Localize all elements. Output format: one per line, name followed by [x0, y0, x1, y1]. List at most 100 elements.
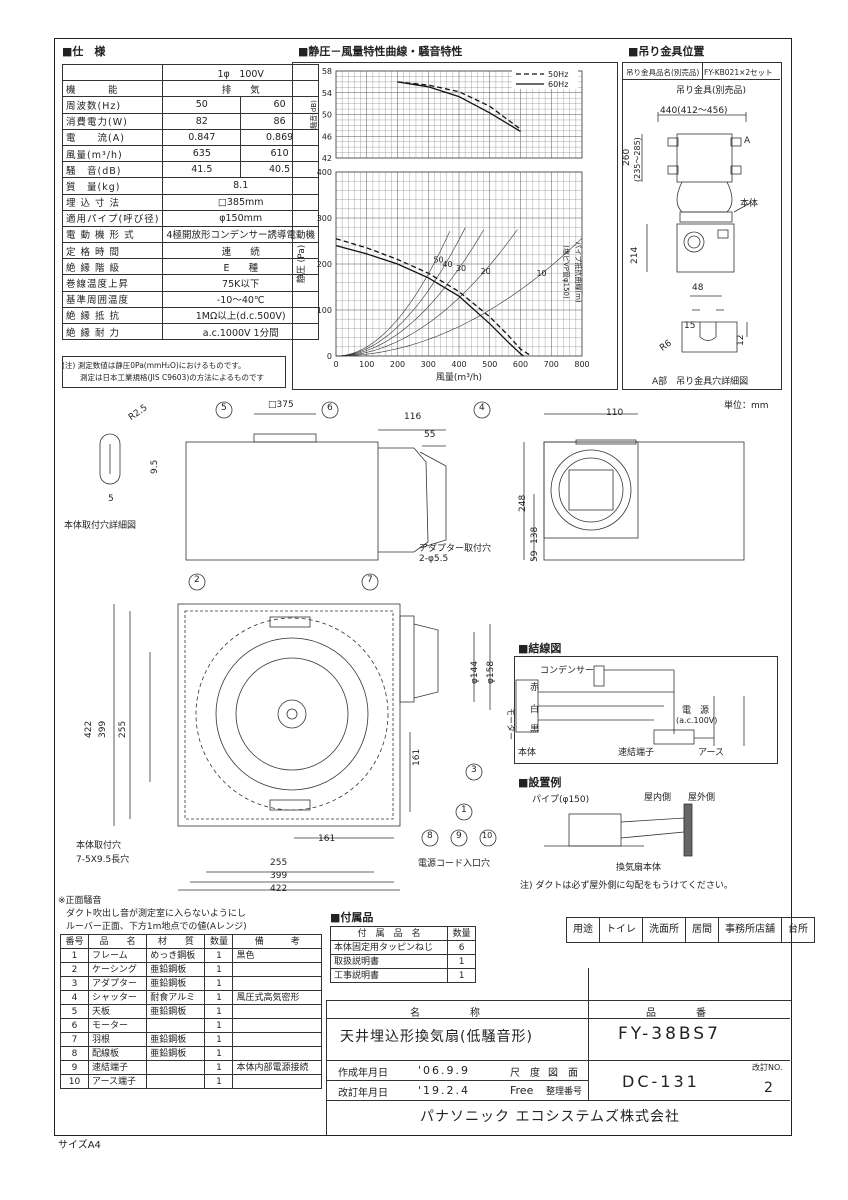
parts-cell: 4 [60, 990, 89, 1005]
accessories-title: ■付属品 [330, 911, 374, 924]
usage-cell: 用途 [566, 917, 600, 943]
pipe-curve-50 [335, 231, 451, 357]
dim-110: 110 [606, 408, 624, 418]
hanger-head-line [622, 79, 780, 80]
install-drawing [544, 803, 693, 857]
chart-title: ■静圧－風量特性曲線・騒音特性 [298, 45, 463, 58]
accessories-cell: 取扱説明書 [329, 954, 449, 969]
usage-cell: 台所 [781, 917, 815, 943]
spec-row: 質 量(kg)8.1 [61, 177, 319, 195]
wiring-terminal: 速結端子 [618, 748, 655, 758]
parts-cell: シャッター [87, 990, 148, 1005]
parts-cell: 耐食アルミ [146, 990, 206, 1005]
wiring-earth: アース [698, 748, 725, 758]
dim-161-h: 161 [318, 834, 336, 844]
wiring-red: 赤 [530, 683, 540, 693]
pipe-curve-label: 40 [442, 260, 452, 269]
pipe-curve-40 [335, 227, 466, 357]
balloon-2: 2 [194, 575, 200, 585]
parts-cell: 9 [60, 1060, 89, 1075]
pipe-curve-10 [336, 237, 583, 357]
hole-95: 9.5 [150, 459, 160, 474]
parts-cell: 配線板 [87, 1046, 148, 1061]
dim-422-v: 422 [84, 720, 94, 738]
hanger-caption: A部 吊り金具穴詳細図 [652, 377, 749, 387]
noise-axis-label: 騒音(dB) [309, 100, 318, 129]
y-tick-label: 200 [317, 260, 332, 269]
dim-255-v: 255 [118, 720, 128, 738]
spec-label: 質 量(kg) [61, 177, 164, 195]
dim-59: 59 [530, 550, 540, 562]
spec-label: 電 動 機 形 式 [61, 225, 164, 244]
tb-fig-label: 図 面 [548, 1068, 578, 1079]
parts-cell: 10 [60, 1074, 89, 1089]
x-tick-label: 100 [359, 360, 374, 369]
x-axis-label: 風量(m³/h) [436, 372, 482, 383]
hanger-head-divider [702, 62, 703, 79]
spec-value: 635 [162, 144, 242, 163]
spec-value: 41.5 [162, 161, 242, 179]
parts-cell [232, 962, 322, 977]
tb-ref-label: 整理番号 [546, 1087, 583, 1097]
spec-label: 電 流(A) [61, 128, 164, 146]
dim-116: 116 [404, 412, 422, 422]
parts-cell: 本体内部電源接続 [232, 1060, 322, 1075]
legend-bg [512, 69, 578, 79]
parts-cell: 2 [60, 962, 89, 977]
y-tick-label: 300 [317, 214, 332, 223]
balloon-9: 9 [456, 831, 462, 841]
parts-cell [232, 1074, 322, 1089]
hanger-head-right: FY-KB021×2セット [704, 68, 773, 77]
accessories-cell: 1 [447, 954, 476, 969]
tb-name: 天井埋込形換気扇(低騒音形) [340, 1029, 533, 1045]
parts-cell: 黒色 [232, 948, 322, 963]
accessories-cell: 6 [447, 940, 476, 955]
noise-note-2: ダクト吹出し音が測定室に入らないようにし [66, 909, 246, 919]
x-tick-label: 600 [513, 360, 528, 369]
tb-created: '06.9.9 [418, 1064, 471, 1077]
noise-tick-label: 54 [322, 89, 332, 98]
accessories-cell: 1 [447, 968, 476, 983]
install-inside: 屋内側 [644, 793, 672, 803]
pressure-series-60Hz [335, 244, 524, 357]
parts-cell: モーター [87, 1018, 148, 1033]
spec-title: ■仕 様 [62, 45, 106, 58]
spec-label: 風量(m³/h) [61, 144, 164, 163]
dim-138: 138 [530, 526, 540, 544]
dim-422-h: 422 [270, 884, 288, 894]
parts-cell: 亜鉛鋼板 [146, 976, 206, 991]
chart-frame [292, 62, 618, 390]
pipe-curve-label: 10 [536, 269, 546, 278]
parts-cell: 1 [204, 1074, 234, 1089]
dim-248: 248 [518, 494, 528, 512]
accessories-header-cell: 付 属 品 名 [329, 926, 449, 941]
tb-revised: '19.2.4 [418, 1084, 471, 1097]
spec-label: 定 格 時 間 [61, 242, 164, 260]
parts-cell: 亜鉛鋼板 [146, 962, 206, 977]
usage-cell: 洗面所 [642, 917, 686, 943]
parts-cell: ケーシング [87, 962, 148, 977]
dim-55: 55 [424, 430, 436, 440]
dim-255-h: 255 [270, 858, 288, 868]
parts-cell: 1 [204, 976, 234, 991]
tb-rev-label: 改訂NO. [752, 1063, 783, 1072]
spec-phase-blank [61, 63, 164, 82]
dim-144: φ144 [470, 660, 480, 684]
spec-row: 定 格 時 間連 続 [61, 242, 319, 260]
spec-value: a.c.1000V 1分間 [162, 322, 319, 341]
x-tick-label: 500 [482, 360, 497, 369]
parts-cell: 1 [204, 1032, 234, 1047]
dim-399-h: 399 [270, 871, 288, 881]
tb-revised-label: 改訂年月日 [338, 1088, 388, 1099]
parts-cell [232, 1018, 322, 1033]
